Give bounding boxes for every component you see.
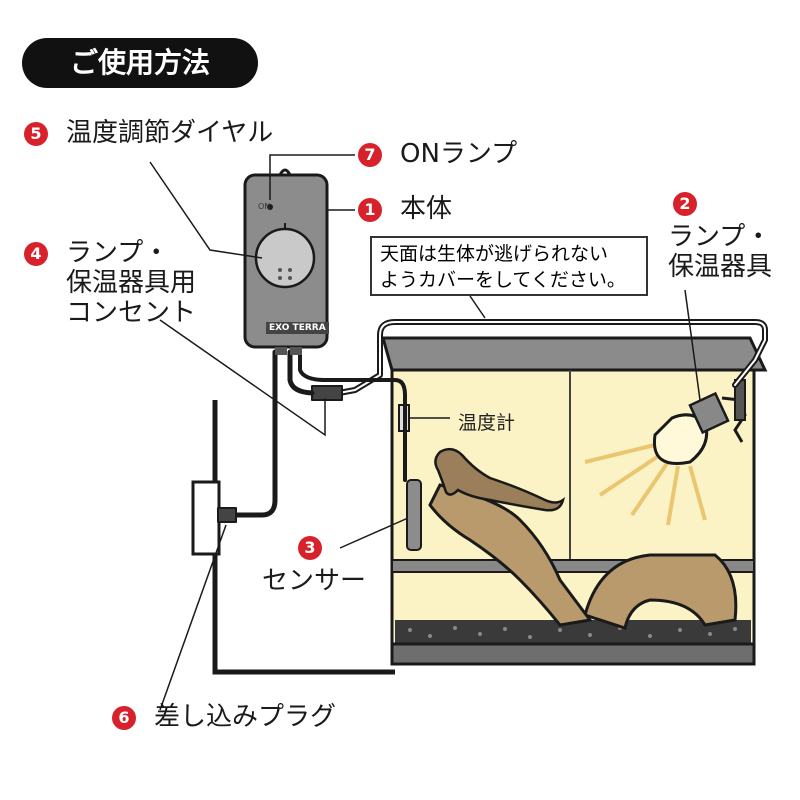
bearded-dragon bbox=[434, 447, 566, 512]
wall-outlet bbox=[191, 480, 221, 556]
callout-number-4: 4 bbox=[24, 242, 48, 266]
callout-label-outlet-line2: 保温器具用 bbox=[66, 268, 197, 298]
callout-label-plug: 差し込みプラグ bbox=[154, 702, 337, 732]
device-led-text: ON bbox=[258, 202, 271, 211]
light-beams bbox=[584, 443, 707, 526]
callout-label-on-lamp: ONランプ bbox=[400, 139, 518, 169]
rock-cave bbox=[583, 553, 738, 630]
callout-label-sensor: センサー bbox=[262, 566, 367, 596]
lid-note-line1: 天面は生体が逃げられない bbox=[380, 243, 609, 265]
callout-number-2: 2 bbox=[673, 192, 697, 216]
callout-number-6: 6 bbox=[112, 706, 136, 730]
callout-label-main-unit: 本体 bbox=[400, 194, 453, 224]
heat-lamp bbox=[652, 379, 747, 465]
callout-number-3: 3 bbox=[298, 536, 322, 560]
branch bbox=[428, 483, 593, 627]
callout-number-7: 7 bbox=[358, 143, 382, 167]
callout-label-outlet-line1: ランプ・ bbox=[66, 238, 170, 268]
callout-label-lamp-line2: 保温器具 bbox=[668, 252, 773, 282]
title-pill: ご使用方法 bbox=[22, 38, 258, 88]
leader-lines bbox=[149, 154, 701, 711]
thermometer-label: 温度計 bbox=[458, 412, 516, 434]
callout-number-1: 1 bbox=[358, 198, 382, 222]
callout-label-outlet-line3: コンセント bbox=[66, 298, 197, 328]
temperature-dial bbox=[254, 227, 316, 289]
lid-note-line2: ようカバーをしてください。 bbox=[380, 269, 626, 291]
controller-device bbox=[243, 168, 329, 355]
callout-label-temperature-dial: 温度調節ダイヤル bbox=[66, 118, 274, 148]
callout-number-5: 5 bbox=[24, 122, 48, 146]
lid-note-box: 天面は生体が逃げられない ようカバーをしてください。 bbox=[370, 236, 648, 296]
sensor-probe bbox=[406, 479, 422, 551]
terrarium-lid bbox=[381, 336, 768, 372]
cords bbox=[217, 319, 768, 523]
callout-label-lamp-line1: ランプ・ bbox=[668, 222, 772, 252]
device-brand-logo: EXO TERRA bbox=[266, 322, 329, 334]
terrarium bbox=[381, 336, 768, 666]
